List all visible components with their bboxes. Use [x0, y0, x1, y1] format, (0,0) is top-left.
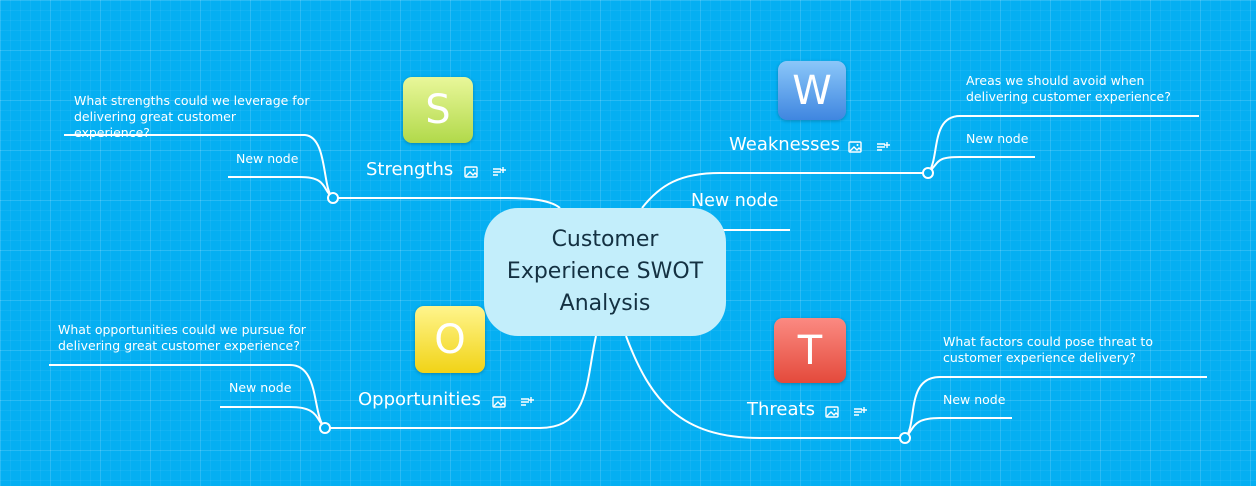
opportunities-topic[interactable]: Opportunities	[358, 389, 481, 410]
note-icon[interactable]	[492, 164, 506, 178]
root-topic[interactable]: Customer Experience SWOT Analysis	[484, 208, 726, 336]
opportunities-icons	[492, 394, 534, 408]
weaknesses-question[interactable]: Areas we should avoid when delivering cu…	[966, 73, 1171, 104]
strengths-topic[interactable]: Strengths	[366, 159, 454, 180]
threats-badge: T	[774, 318, 846, 383]
threats-icons	[825, 404, 867, 418]
threats-topic[interactable]: Threats	[747, 399, 815, 420]
opportunities-question[interactable]: What opportunities could we pursue for d…	[58, 322, 306, 353]
strengths-question[interactable]: What strengths could we leverage for del…	[74, 93, 310, 140]
image-icon[interactable]	[825, 404, 839, 418]
weaknesses-badge-letter: W	[792, 67, 832, 114]
threats-new-node[interactable]: New node	[943, 392, 1006, 407]
root-title: Customer Experience SWOT Analysis	[506, 227, 704, 316]
note-icon[interactable]	[853, 404, 867, 418]
note-icon[interactable]	[876, 139, 890, 153]
strengths-new-node[interactable]: New node	[236, 151, 299, 166]
threats-badge-letter: T	[797, 327, 823, 374]
strengths-badge-letter: S	[425, 87, 451, 133]
note-icon[interactable]	[520, 394, 534, 408]
strengths-badge: S	[403, 77, 473, 143]
weaknesses-topic[interactable]: Weaknesses	[729, 134, 840, 155]
opportunities-new-node[interactable]: New node	[229, 380, 292, 395]
weaknesses-badge: W	[778, 61, 846, 120]
new-node[interactable]: New node	[691, 191, 779, 211]
weaknesses-new-node[interactable]: New node	[966, 131, 1029, 146]
opportunities-badge: O	[415, 306, 485, 373]
weaknesses-icons	[848, 139, 890, 153]
image-icon[interactable]	[848, 139, 862, 153]
threats-question[interactable]: What factors could pose threat to custom…	[943, 334, 1153, 365]
image-icon[interactable]	[464, 164, 478, 178]
strengths-icons	[464, 164, 506, 178]
opportunities-badge-letter: O	[434, 316, 466, 363]
image-icon[interactable]	[492, 394, 506, 408]
